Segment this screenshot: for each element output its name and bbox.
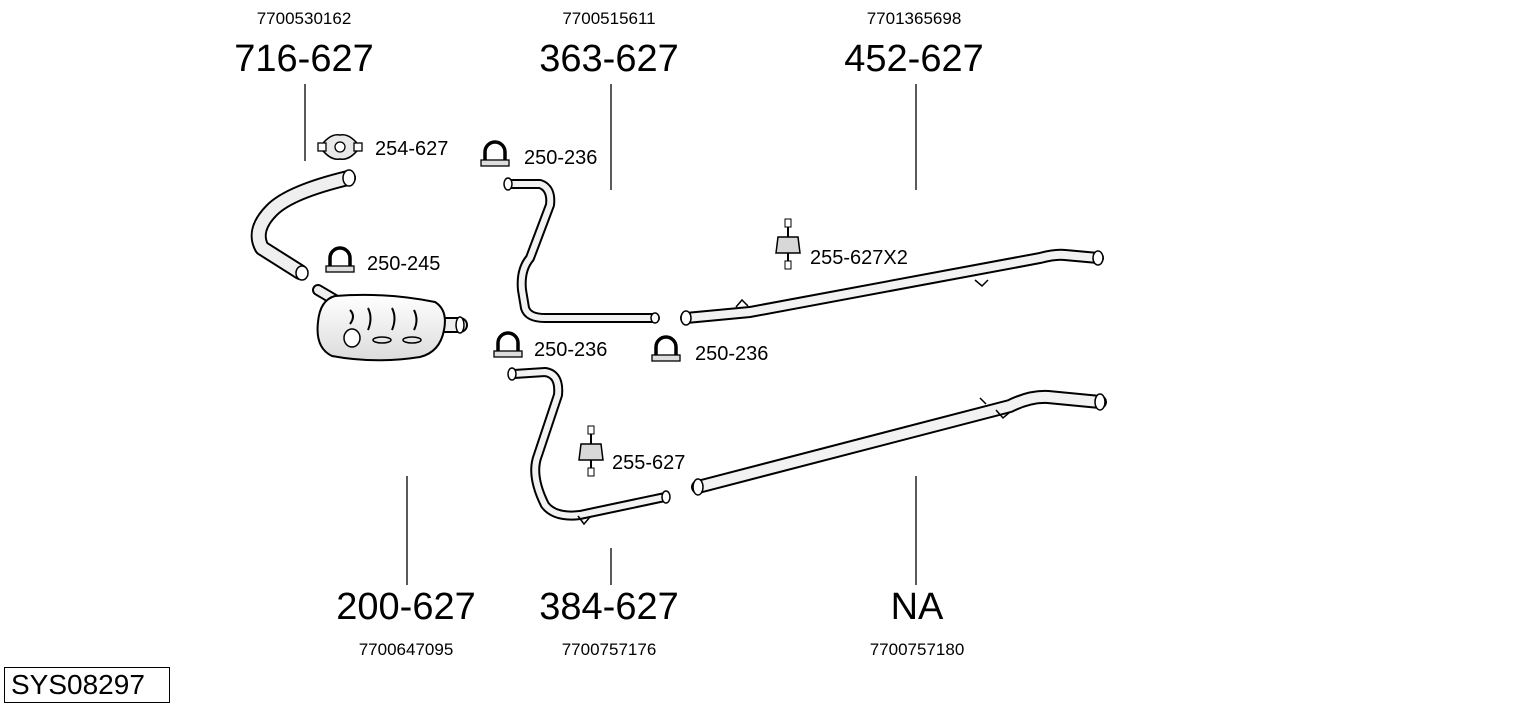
- leader-lines: [304, 84, 917, 585]
- front-pipe-716-627: [250, 169, 356, 281]
- intermediate-pipe-363-627: [503, 177, 660, 324]
- accessory-label: 250-236: [695, 343, 769, 365]
- part-number: 200-627: [336, 586, 476, 628]
- intermediate-pipe-384-627: [507, 367, 671, 526]
- part-number: NA: [890, 586, 944, 628]
- part-number: 716-627: [234, 38, 374, 80]
- accessory-label: 250-236: [534, 339, 608, 361]
- rubber-mount-icon: [578, 425, 604, 477]
- oem-number: 7700515611: [562, 9, 656, 28]
- system-code-box: SYS08297: [4, 667, 170, 703]
- accessory-label: 250-236: [524, 147, 598, 169]
- part-number: 452-627: [844, 38, 984, 80]
- rear-pipe-na: [691, 389, 1107, 496]
- u-clamp-icon: [651, 335, 681, 362]
- part-number: 384-627: [539, 586, 679, 628]
- oem-number: 7700530162: [256, 9, 352, 28]
- rear-pipe-452-627: [680, 248, 1104, 326]
- u-clamp-icon: [325, 246, 355, 273]
- accessory-label: 254-627: [375, 138, 449, 160]
- oem-number: 7700757176: [561, 640, 657, 659]
- accessory-label: 255-627: [612, 452, 686, 474]
- muffler-200-627: [312, 284, 468, 362]
- oem-number: 7700647095: [358, 640, 454, 659]
- accessory-label: 255-627X2: [810, 247, 908, 269]
- part-number: 363-627: [539, 38, 679, 80]
- rubber-mount-icon: [775, 218, 801, 270]
- oem-number: 7701365698: [866, 9, 962, 28]
- oem-number: 7700757180: [869, 640, 965, 659]
- u-clamp-icon: [493, 331, 523, 358]
- accessory-label: 250-245: [367, 253, 441, 275]
- u-clamp-icon: [480, 140, 510, 167]
- flange-clamp-icon: [317, 133, 363, 161]
